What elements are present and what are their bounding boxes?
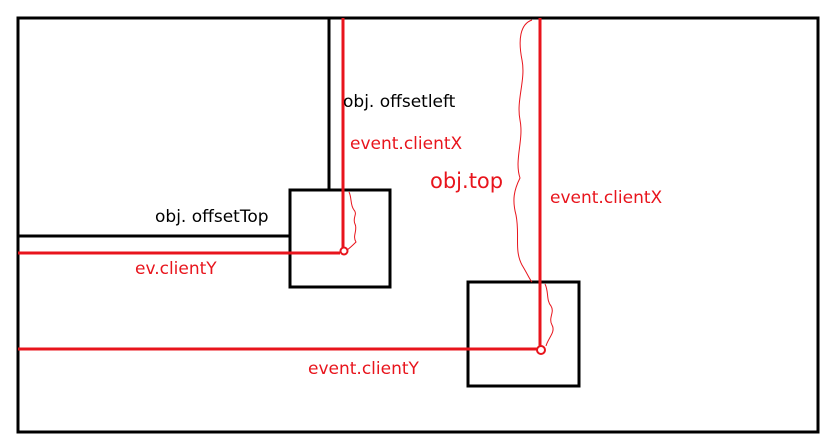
client-y-label-1: ev.clientY xyxy=(135,259,217,279)
element-box-2 xyxy=(466,280,581,388)
mouse-point-2 xyxy=(536,345,546,355)
obj-top-brace xyxy=(513,19,533,283)
mouse-point-1 xyxy=(339,246,349,256)
obj-top-label: obj.top xyxy=(430,169,504,193)
offset-top-label: obj. offsetTop xyxy=(155,207,269,227)
client-x-label-1: event.clientX xyxy=(350,134,463,154)
brace-small-1 xyxy=(346,191,357,251)
client-y-label-2: event.clientY xyxy=(308,359,419,379)
element-box-1 xyxy=(288,188,392,289)
client-x-label-2: event.clientX xyxy=(550,188,663,208)
brace-small-2 xyxy=(544,283,554,347)
outer-container-box xyxy=(16,16,820,434)
offset-left-label: obj. offsetleft xyxy=(343,92,456,112)
